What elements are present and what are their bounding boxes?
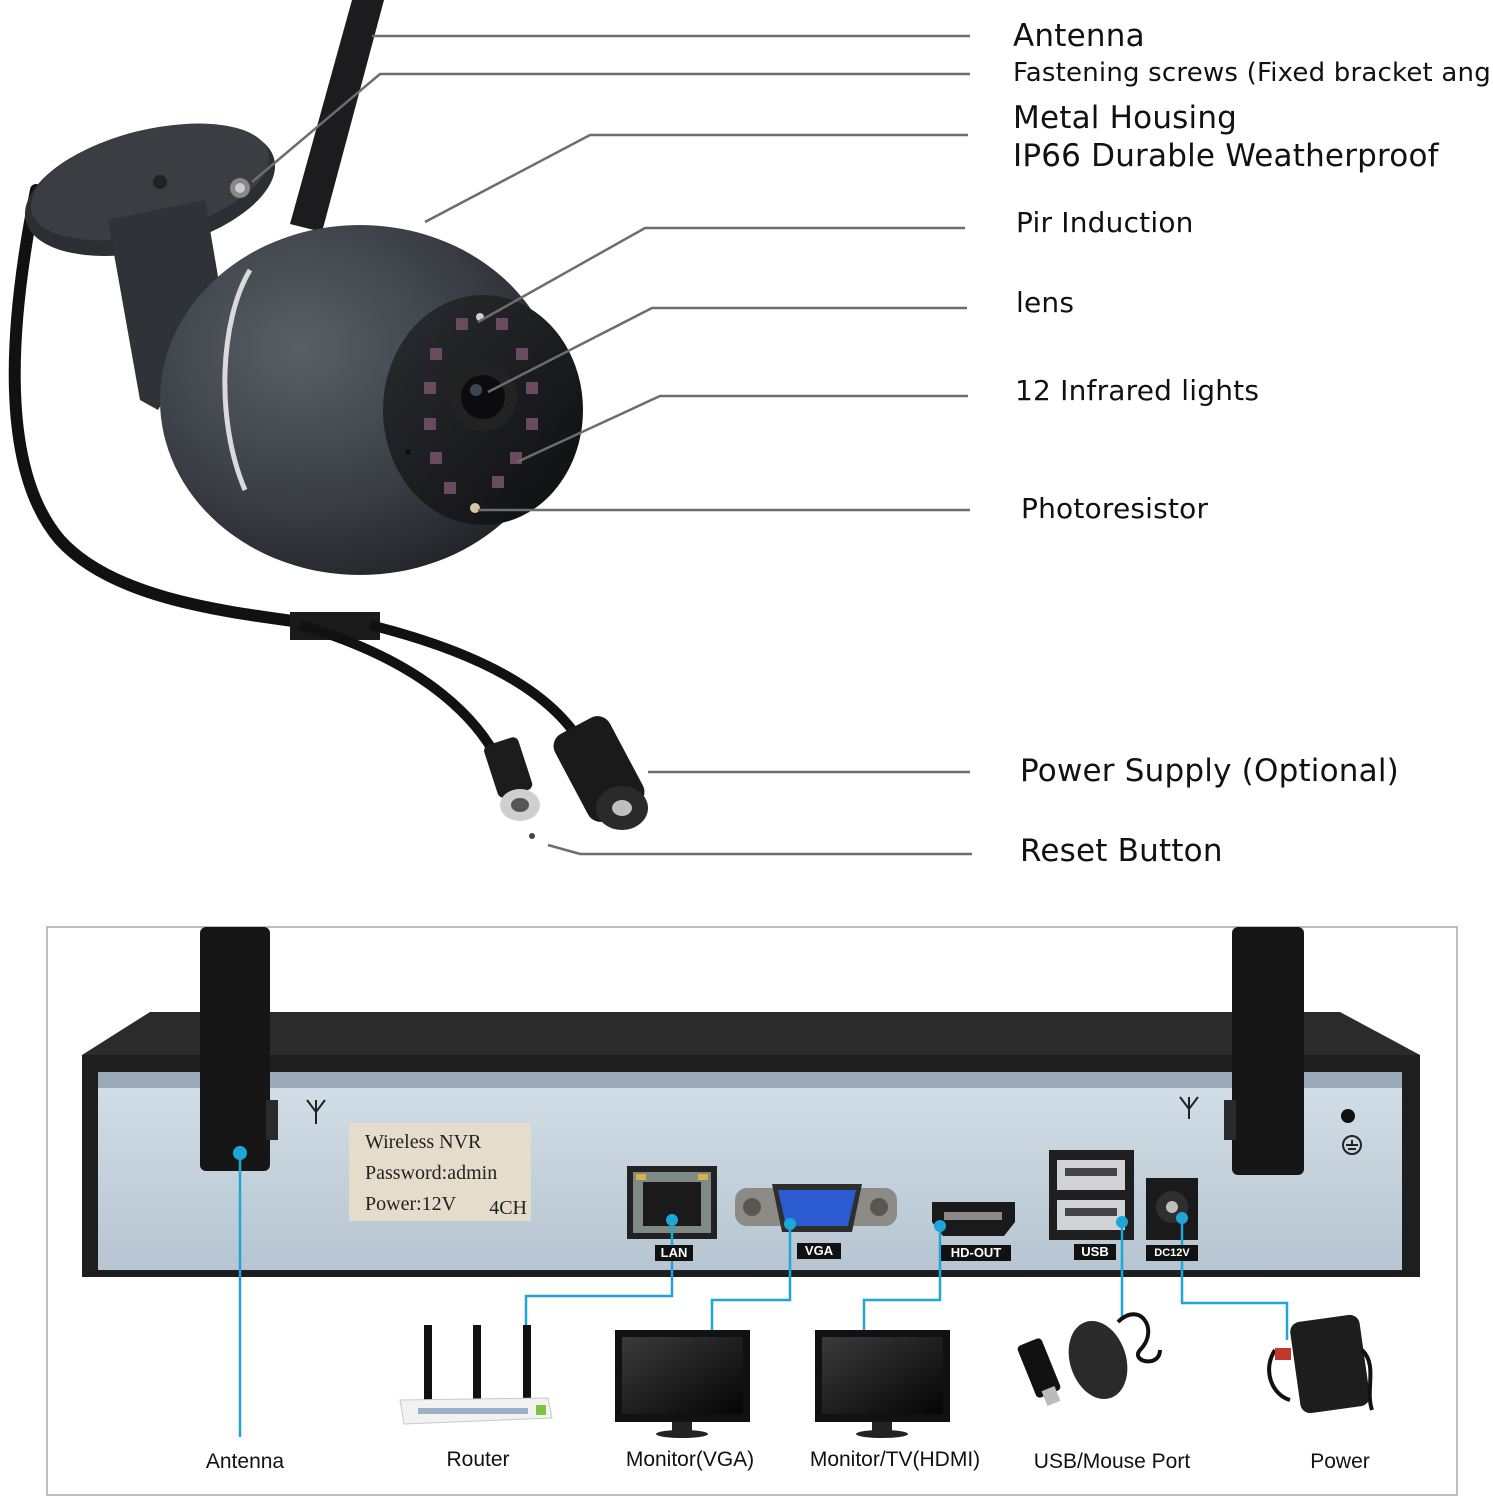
usb-dongle-icon <box>1017 1338 1061 1407</box>
monitor-hdmi-icon <box>815 1330 950 1438</box>
label-pir-induction: Pir Induction <box>1016 206 1194 239</box>
sticker-channels: 4CH <box>489 1197 527 1219</box>
port-label-lan: LAN <box>655 1245 693 1261</box>
ground-symbol-icon <box>1342 1135 1362 1155</box>
monitor-vga-icon <box>615 1330 750 1438</box>
port-label-usb: USB <box>1074 1244 1116 1260</box>
camera-cable <box>8 184 306 628</box>
label-photoresistor: Photoresistor <box>1021 492 1209 525</box>
label-monitor-vga: Monitor(VGA) <box>625 1448 755 1471</box>
nvr-sticker-bg <box>349 1123 531 1221</box>
vga-port <box>735 1184 897 1232</box>
nvr-back-panel <box>98 1072 1402 1270</box>
label-fastening-screws: Fastening screws (Fixed bracket angle) <box>1013 58 1493 88</box>
nvr-connector-lines <box>238 1153 1289 1437</box>
sticker-line-3: Power:12V <box>365 1193 457 1215</box>
router-icon <box>399 1325 553 1425</box>
nvr-antenna-right <box>1224 927 1304 1175</box>
label-monitor-hdmi: Monitor/TV(HDMI) <box>809 1448 981 1471</box>
camera-antenna <box>290 0 384 232</box>
nvr-antenna-left <box>200 927 278 1171</box>
camera-callout-lines <box>251 34 972 856</box>
port-label-hdout: HD-OUT <box>941 1245 1011 1261</box>
bracket-arm <box>108 200 222 410</box>
power-adapter-icon <box>1267 1314 1374 1414</box>
label-infrared-lights: 12 Infrared lights <box>1015 374 1260 407</box>
label-nvr-antenna: Antenna <box>205 1450 285 1473</box>
infrared-lights <box>424 318 538 494</box>
photoresistor-sensor <box>470 503 480 513</box>
label-metal-housing: Metal Housing <box>1013 100 1238 136</box>
label-power-supply: Power Supply (Optional) <box>1020 753 1399 789</box>
reset-connector <box>484 737 540 821</box>
port-label-dc12v: DC12V <box>1146 1245 1198 1261</box>
label-reset-button: Reset Button <box>1020 833 1223 869</box>
hdmi-port <box>932 1202 1015 1236</box>
nvr-device <box>82 927 1420 1277</box>
antenna-connection-dot <box>233 1146 247 1160</box>
label-lens: lens <box>1016 286 1075 319</box>
label-antenna: Antenna <box>1013 18 1145 54</box>
label-router: Router <box>446 1448 510 1471</box>
sticker-line-1: Wireless NVR <box>365 1131 482 1153</box>
camera-illustration <box>8 0 648 839</box>
nvr-sticker: Wireless NVR Password:admin Power:12V 4C… <box>349 1123 529 1221</box>
label-ip66: IP66 Durable Weatherproof <box>1013 138 1439 174</box>
label-power: Power <box>1310 1450 1370 1473</box>
mouse-icon <box>1068 1312 1162 1400</box>
sticker-line-2: Password:admin <box>365 1162 498 1184</box>
label-usb-mouse-port: USB/Mouse Port <box>1033 1450 1191 1473</box>
port-label-vga: VGA <box>797 1243 841 1259</box>
dc-power-port <box>1146 1178 1198 1240</box>
antenna-symbol-icon <box>306 1096 1199 1124</box>
power-connector <box>553 716 648 830</box>
